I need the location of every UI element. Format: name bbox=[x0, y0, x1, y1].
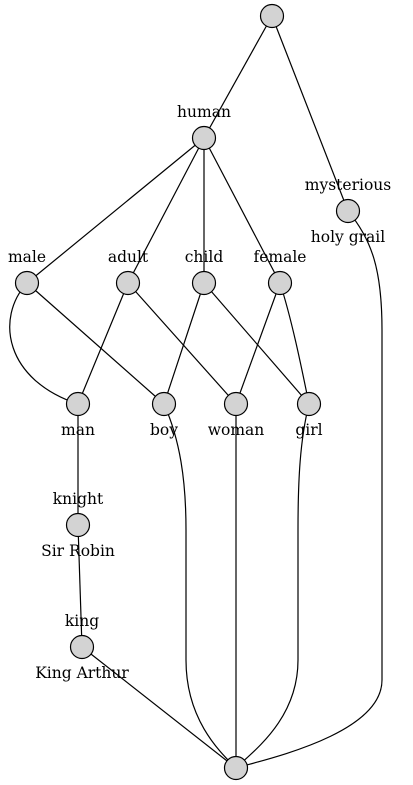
edge-male-boy bbox=[26, 282, 165, 405]
label-lower-king: King Arthur bbox=[35, 664, 129, 682]
node-child bbox=[191, 270, 217, 296]
node-top bbox=[259, 3, 285, 29]
edge-female-woman bbox=[235, 282, 281, 405]
label-lower-man: man bbox=[61, 421, 95, 439]
edge-human-male bbox=[26, 137, 205, 284]
edge-male-man bbox=[9, 282, 79, 405]
label-upper-mysterious: mysterious bbox=[305, 176, 391, 194]
label-lower-woman: woman bbox=[208, 421, 265, 439]
node-knight bbox=[65, 512, 91, 538]
edge-king-bottom bbox=[81, 646, 237, 769]
label-upper-adult: adult bbox=[108, 248, 149, 266]
edge-adult-woman bbox=[127, 282, 237, 405]
node-woman bbox=[223, 391, 249, 417]
label-upper-human: human bbox=[177, 103, 231, 121]
label-lower-knight: Sir Robin bbox=[41, 542, 115, 560]
edge-human-female bbox=[203, 137, 281, 284]
node-girl bbox=[296, 391, 322, 417]
edge-mysterious-bottom bbox=[235, 210, 383, 769]
edge-child-boy bbox=[163, 282, 205, 405]
label-lower-boy: boy bbox=[150, 421, 178, 439]
label-lower-girl: girl bbox=[295, 421, 322, 439]
edge-top-human bbox=[203, 15, 273, 139]
label-upper-female: female bbox=[254, 248, 307, 266]
node-male bbox=[14, 270, 40, 296]
label-lower-mysterious: holy grail bbox=[311, 228, 385, 246]
edge-child-girl bbox=[203, 282, 310, 405]
nodes-layer bbox=[14, 3, 361, 781]
label-upper-knight: knight bbox=[53, 490, 104, 508]
node-king bbox=[69, 634, 95, 660]
edge-human-adult bbox=[127, 137, 205, 284]
node-bottom bbox=[223, 755, 249, 781]
edge-female-girl bbox=[279, 282, 310, 405]
node-mysterious bbox=[335, 198, 361, 224]
edges-layer bbox=[9, 15, 383, 769]
node-boy bbox=[151, 391, 177, 417]
node-human bbox=[191, 125, 217, 151]
node-man bbox=[65, 391, 91, 417]
node-female bbox=[267, 270, 293, 296]
edge-adult-man bbox=[77, 282, 129, 405]
labels-layer: human mysterious holy grail male adult child f… bbox=[8, 103, 391, 682]
edge-top-mysterious bbox=[271, 15, 349, 212]
edge-knight-king bbox=[77, 524, 83, 648]
edge-boy-bottom bbox=[163, 403, 237, 769]
label-upper-child: child bbox=[185, 248, 224, 266]
edge-girl-bottom bbox=[235, 403, 310, 769]
label-upper-king: king bbox=[65, 612, 99, 630]
label-upper-male: male bbox=[8, 248, 46, 266]
node-adult bbox=[115, 270, 141, 296]
